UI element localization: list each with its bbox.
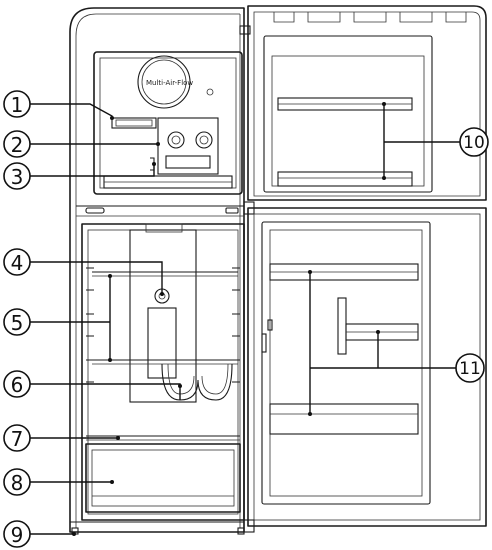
callout-2: 2	[3, 130, 31, 158]
airflow-badge-text: Multi-Air-Flow	[146, 79, 193, 87]
callout-9-label: 9	[11, 523, 24, 547]
door	[243, 5, 487, 533]
callout-2-label: 2	[11, 133, 24, 157]
callout-7: 7	[3, 424, 31, 452]
freezer-compartment: Multi-Air-Flow	[93, 51, 243, 195]
fridge-compartment	[81, 223, 245, 521]
callout-8: 8	[3, 468, 31, 496]
callout-9: 9	[3, 520, 31, 548]
callout-10: 10	[459, 127, 489, 157]
callout-4-label: 4	[11, 251, 24, 275]
callout-5-label: 5	[11, 311, 24, 335]
callout-3-label: 3	[11, 165, 24, 189]
leader-lines	[26, 102, 464, 536]
callout-11-label: 11	[459, 359, 481, 379]
callout-1-label: 1	[11, 93, 24, 117]
callout-6-label: 6	[11, 373, 24, 397]
callout-8-label: 8	[11, 471, 24, 495]
callout-3: 3	[3, 162, 31, 190]
callout-1: 1	[3, 90, 31, 118]
callout-7-label: 7	[11, 427, 24, 451]
callout-5: 5	[3, 308, 31, 336]
callout-6: 6	[3, 370, 31, 398]
callout-11: 11	[455, 353, 485, 383]
callout-10-label: 10	[463, 133, 485, 153]
callout-4: 4	[3, 248, 31, 276]
